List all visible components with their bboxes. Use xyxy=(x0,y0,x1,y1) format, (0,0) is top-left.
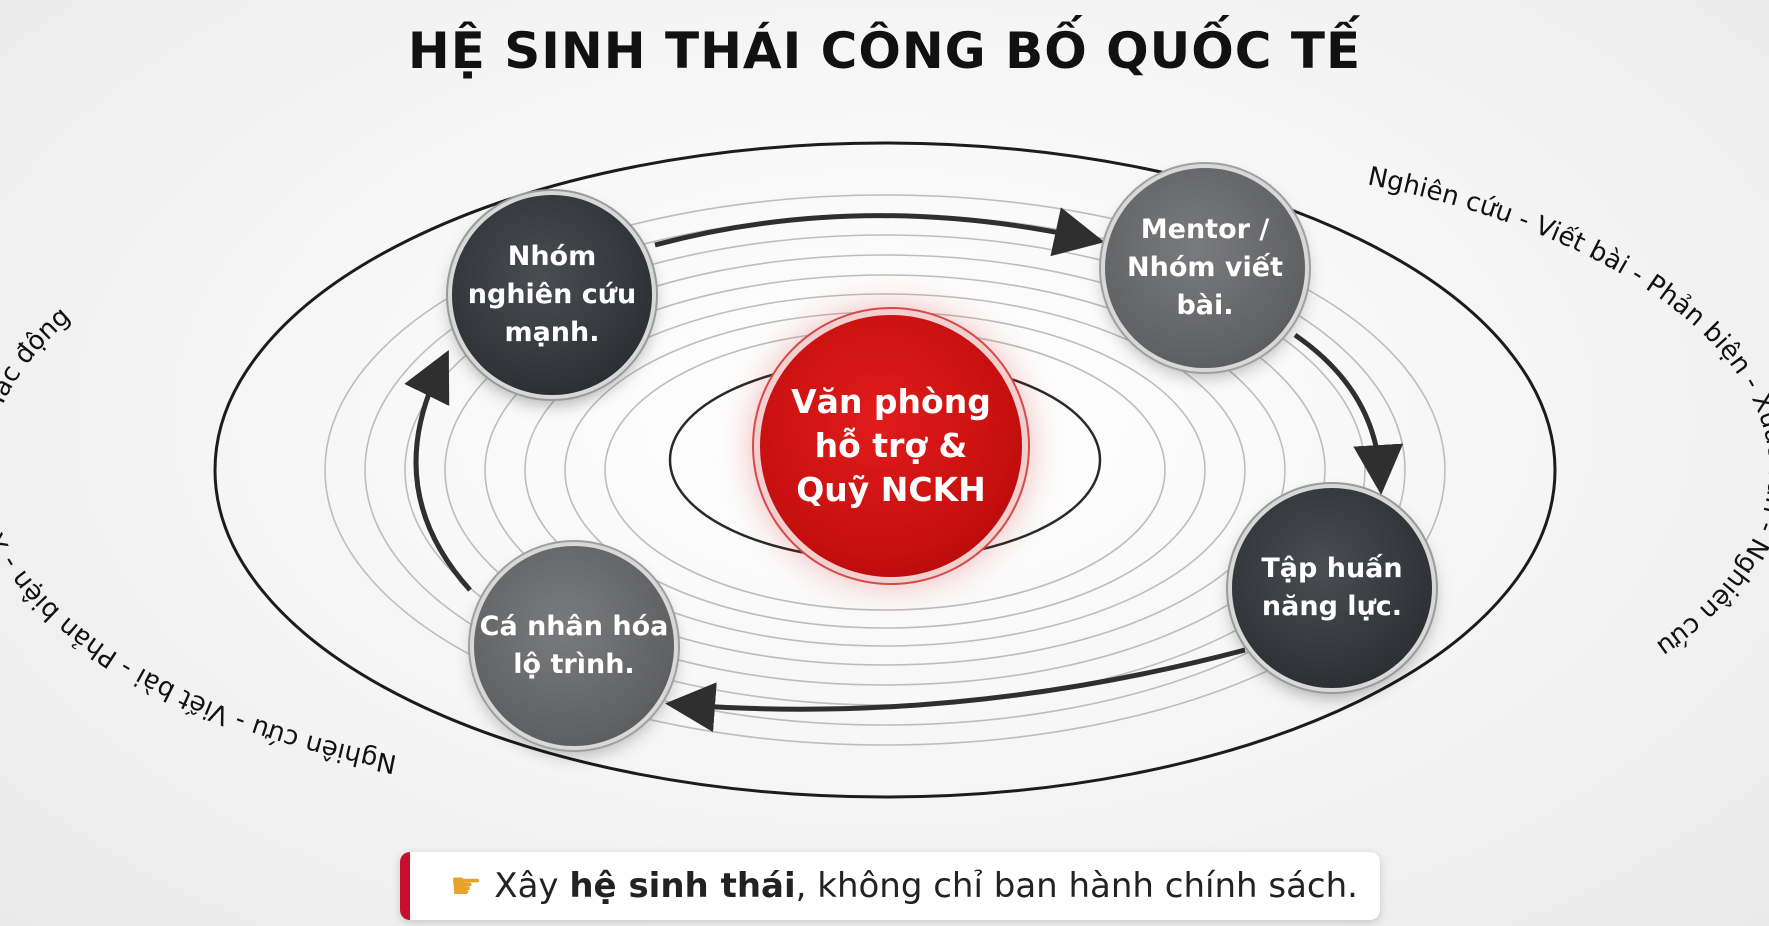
banner-suffix: , không chỉ ban hành chính sách. xyxy=(795,866,1358,906)
node-strong-research-group: Nhóm nghiên cứu mạnh. xyxy=(452,195,652,395)
node-strong-research-group-label: Nhóm nghiên cứu mạnh. xyxy=(467,241,637,348)
node-mentor-writing-group-label: Mentor / Nhóm viết bài. xyxy=(1127,214,1283,321)
node-capacity-training: Tập huấn năng lực. xyxy=(1232,488,1432,688)
pointing-hand-icon: ☛ xyxy=(450,865,483,907)
node-capacity-training-label: Tập huấn năng lực. xyxy=(1261,553,1403,622)
banner-bold: hệ sinh thái xyxy=(569,866,796,906)
arrow-top xyxy=(654,207,1105,257)
arrow-right xyxy=(1293,332,1404,495)
page-title: HỆ SINH THÁI CÔNG BỐ QUỐC TẾ xyxy=(407,22,1362,80)
node-mentor-writing-group: Mentor / Nhóm viết bài. xyxy=(1105,168,1305,368)
arrow-bottom xyxy=(665,647,1246,733)
outer-orbit xyxy=(213,141,1557,799)
banner-prefix: Xây xyxy=(494,866,570,906)
orbit-rings xyxy=(324,194,1446,746)
cycle-arrows xyxy=(404,207,1404,733)
ring-label-left: Nghiên cứu - Viết bài - Phản biện - Xuất… xyxy=(0,301,399,778)
node-support-office-fund: Văn phòng hỗ trợ & Quỹ NCKH xyxy=(760,315,1022,577)
key-message-banner: ☛ Xây hệ sinh thái , không chỉ ban hành … xyxy=(400,852,1380,920)
arrow-left xyxy=(404,350,472,592)
node-personalized-roadmap: Cá nhân hóa lộ trình. xyxy=(474,546,674,746)
node-personalized-roadmap-label: Cá nhân hóa lộ trình. xyxy=(479,611,669,680)
node-support-office-fund-label: Văn phòng hỗ trợ & Quỹ NCKH xyxy=(791,382,991,509)
